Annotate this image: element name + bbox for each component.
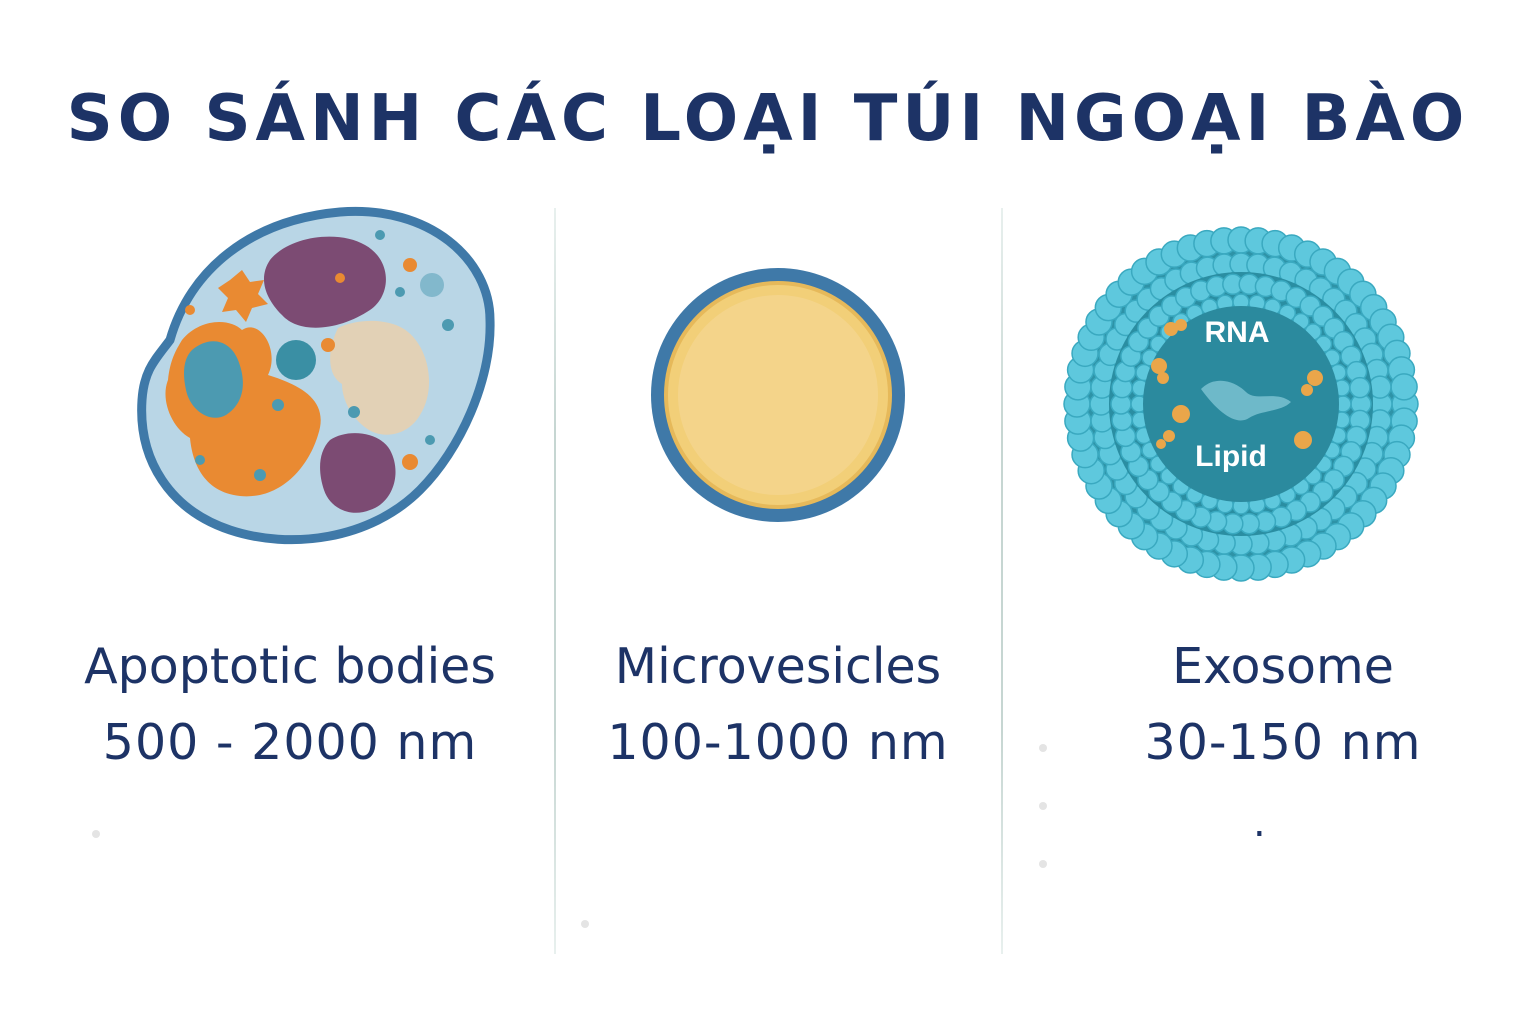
vesicle-name: Apoptotic bodies — [84, 638, 496, 695]
decorative-dot — [1039, 802, 1047, 810]
page-title: SO SÁNH CÁC LOẠI TÚI NGOẠI BÀO — [66, 82, 1470, 156]
decorative-dot — [92, 830, 100, 838]
column-divider — [1001, 208, 1003, 954]
trailing-mark: . — [1253, 800, 1266, 846]
decorative-dot — [1039, 860, 1047, 868]
vesicle-size: 100-1000 nm — [607, 714, 949, 771]
decorative-dot — [1039, 744, 1047, 752]
column-divider — [554, 208, 556, 954]
membrane-bead — [1349, 376, 1371, 399]
vesicle-name: Exosome — [1172, 638, 1394, 695]
membrane-bead — [1390, 373, 1418, 401]
apoptotic-bodies-column: Apoptotic bodies 500 - 2000 nm — [60, 200, 520, 980]
exosome-column: RNA Lipid Exosome 30-150 nm . — [1003, 200, 1523, 980]
vesicle-size: 500 - 2000 nm — [102, 714, 478, 771]
microvesicles-column: Microvesicles 100-1000 nm — [555, 200, 1001, 980]
vesicle-size: 30-150 nm — [1144, 714, 1422, 771]
vesicle-name: Microvesicles — [614, 638, 942, 695]
decorative-dot — [581, 920, 589, 928]
lipid-label: Lipid — [1195, 440, 1267, 473]
rna-label: RNA — [1205, 316, 1270, 349]
microvesicle-illustration — [651, 268, 905, 522]
apoptotic-body-illustration — [137, 206, 495, 545]
exosome-illustration: RNA Lipid — [1063, 226, 1419, 582]
